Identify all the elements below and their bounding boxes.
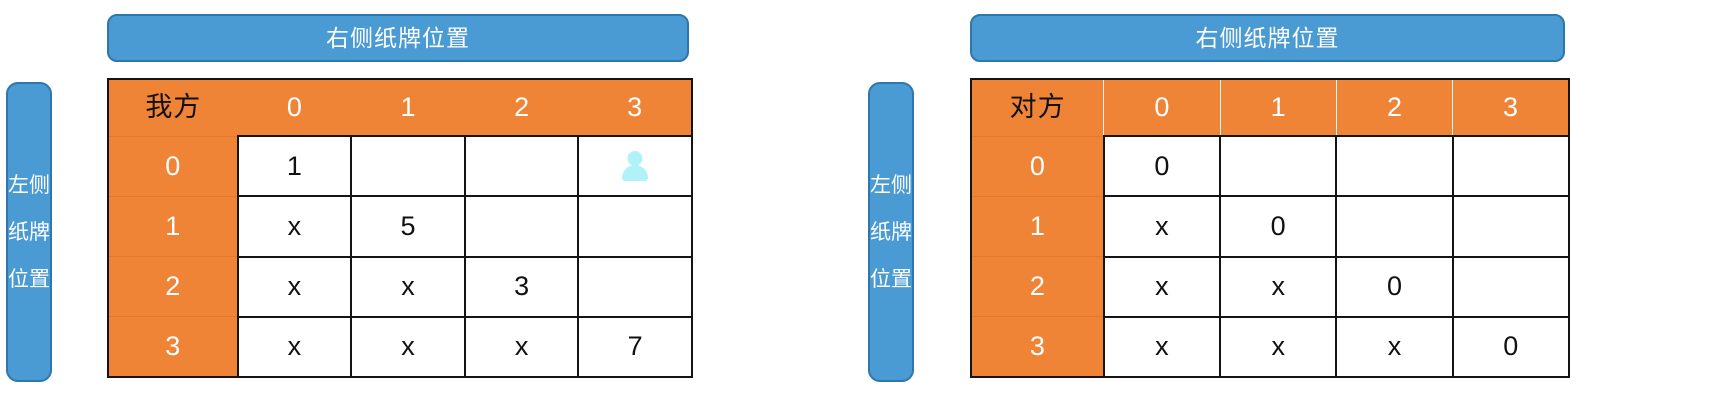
- row-header-2: 2: [971, 256, 1104, 317]
- row-header-1: 1: [108, 195, 238, 257]
- cell-1-0[interactable]: x: [236, 195, 353, 258]
- left-axis-line-1: 左侧: [870, 173, 912, 197]
- column-header-2: 2: [464, 79, 579, 137]
- cell-0-3[interactable]: [1451, 135, 1571, 198]
- row-header-0: 0: [108, 135, 238, 197]
- cell-2-3[interactable]: [1451, 255, 1571, 318]
- cell-3-3[interactable]: 7: [577, 315, 693, 379]
- row-header-2: 2: [108, 256, 238, 317]
- table-row: 1 x 0: [971, 195, 1571, 258]
- cell-1-1[interactable]: 0: [1219, 195, 1338, 258]
- cell-1-2[interactable]: [463, 195, 580, 258]
- left-axis-banner: 左侧 纸牌 位置: [6, 82, 52, 382]
- table-row: 0 0: [971, 135, 1571, 198]
- my-side-matrix-panel: 右侧纸牌位置 左侧 纸牌 位置 我方 0 1 2 3 0 1: [0, 0, 720, 418]
- left-axis-banner: 左侧 纸牌 位置: [868, 82, 914, 382]
- cell-1-0[interactable]: x: [1102, 195, 1222, 258]
- cell-1-3[interactable]: [1451, 195, 1571, 258]
- cell-3-0[interactable]: x: [1102, 315, 1222, 379]
- cell-3-0[interactable]: x: [236, 315, 353, 379]
- cell-2-0[interactable]: x: [236, 255, 353, 318]
- person-icon-body: [622, 165, 649, 182]
- cell-0-0[interactable]: 0: [1102, 135, 1222, 198]
- matrix-table: 对方 0 1 2 3 0 0 1 x 0: [970, 78, 1571, 379]
- cell-3-2[interactable]: x: [463, 315, 580, 379]
- table-row: 3 x x x 7: [108, 315, 693, 379]
- left-axis-line-3: 位置: [8, 267, 50, 291]
- left-axis-line-3: 位置: [870, 267, 912, 291]
- left-axis-line-2: 纸牌: [8, 220, 50, 244]
- column-header-1: 1: [351, 79, 465, 137]
- cell-2-3[interactable]: [577, 255, 693, 318]
- cell-2-1[interactable]: x: [1219, 255, 1338, 318]
- person-icon: [622, 151, 649, 182]
- column-header-1: 1: [1219, 79, 1337, 137]
- cell-2-2[interactable]: 0: [1335, 255, 1454, 318]
- column-header-2: 2: [1335, 79, 1453, 137]
- cell-0-1[interactable]: [350, 135, 466, 198]
- cell-0-3[interactable]: [577, 135, 693, 198]
- cell-3-1[interactable]: x: [1219, 315, 1338, 379]
- left-axis-line-1: 左侧: [8, 173, 50, 197]
- row-header-1: 1: [971, 195, 1104, 257]
- matrix-table: 我方 0 1 2 3 0 1: [107, 78, 693, 379]
- row-header-3: 3: [108, 316, 238, 377]
- top-axis-banner: 右侧纸牌位置: [107, 14, 689, 62]
- cell-3-2[interactable]: x: [1335, 315, 1454, 379]
- cell-0-2[interactable]: [463, 135, 580, 198]
- table-row: 1 x 5: [108, 195, 693, 258]
- column-header-3: 3: [1452, 79, 1569, 137]
- cell-0-2[interactable]: [1335, 135, 1454, 198]
- table-row: 0 1: [108, 135, 693, 198]
- matrix-header-row: 对方 0 1 2 3: [971, 79, 1569, 137]
- cell-0-0[interactable]: 1: [236, 135, 353, 198]
- column-header-0: 0: [1103, 79, 1221, 137]
- cell-3-3[interactable]: 0: [1451, 315, 1571, 379]
- cell-2-2[interactable]: 3: [463, 255, 580, 318]
- matrix-corner-label: 对方: [971, 79, 1104, 137]
- opponent-side-matrix-panel: 右侧纸牌位置 左侧 纸牌 位置 对方 0 1 2 3 0 0: [850, 0, 1712, 418]
- table-row: 2 x x 0: [971, 255, 1571, 318]
- cell-1-1[interactable]: 5: [350, 195, 466, 258]
- column-header-0: 0: [237, 79, 352, 137]
- top-axis-banner: 右侧纸牌位置: [970, 14, 1565, 62]
- table-row: 2 x x 3: [108, 255, 693, 318]
- person-icon-head: [627, 151, 643, 167]
- left-axis-line-2: 纸牌: [870, 220, 912, 244]
- row-header-3: 3: [971, 316, 1104, 377]
- cell-0-1[interactable]: [1219, 135, 1338, 198]
- row-header-0: 0: [971, 135, 1104, 197]
- matrix-corner-label: 我方: [108, 79, 238, 137]
- table-row: 3 x x x 0: [971, 315, 1571, 379]
- cell-2-1[interactable]: x: [350, 255, 466, 318]
- cell-1-2[interactable]: [1335, 195, 1454, 258]
- cell-2-0[interactable]: x: [1102, 255, 1222, 318]
- cell-1-3[interactable]: [577, 195, 693, 258]
- matrix-header-row: 我方 0 1 2 3: [108, 79, 692, 137]
- column-header-3: 3: [578, 79, 692, 137]
- cell-3-1[interactable]: x: [350, 315, 466, 379]
